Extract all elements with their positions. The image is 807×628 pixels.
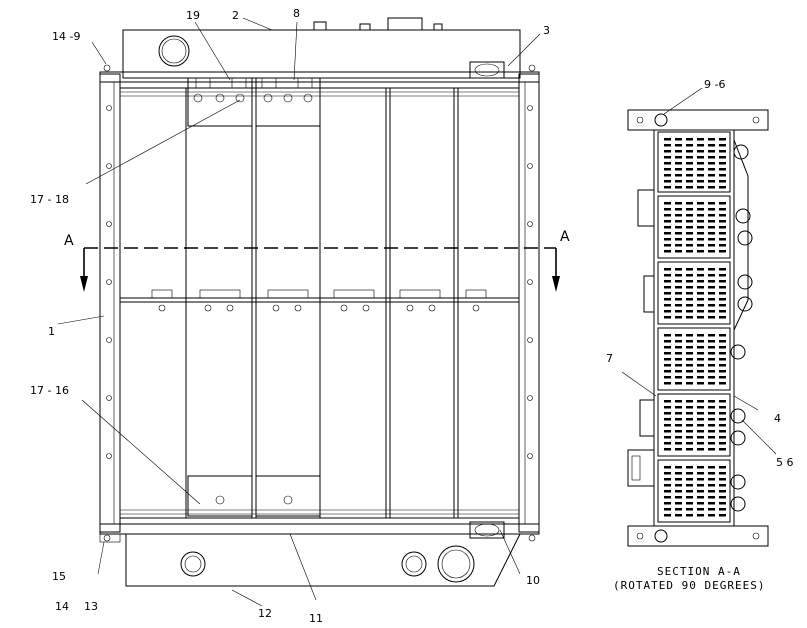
callout-17-16: 17 - 16 [30,384,69,397]
callout-a-left: A [64,233,74,249]
section-side-bolts [730,139,753,520]
callout-12: 12 [258,607,272,620]
front-view [80,17,560,587]
callout-17-18: 17 - 18 [30,193,69,206]
top-tank [122,17,521,79]
top-fitting [469,61,505,79]
callout-3: 3 [543,24,550,37]
core-brackets [187,77,321,517]
callout-a-right: A [560,229,570,245]
section-caption: SECTION A-A (ROTATED 90 DEGREES) [613,565,765,592]
callout-15: 15 [52,570,66,583]
section-line-a-a [80,247,560,292]
callout-8: 8 [293,7,300,20]
callout-11: 11 [309,612,323,625]
rail-bolts [103,64,536,542]
section-subtitle: (ROTATED 90 DEGREES) [613,579,765,592]
callout-14-9: 14 -9 [52,30,80,43]
side-rails [99,71,540,535]
section-view [627,109,769,547]
bottom-tank [99,521,521,587]
callout-10: 10 [526,574,540,587]
callout-13: 13 [84,600,98,613]
section-title: SECTION A-A [657,565,741,578]
callout-14: 14 [55,600,69,613]
callout-labels: 14 -9 19 2 8 3 17 - 18 A A 1 17 - 16 15 … [30,7,794,625]
callout-7: 7 [606,352,613,365]
callout-5-6: 5 6 [776,456,794,469]
section-core-blocks [657,131,731,523]
radiator-core [119,87,520,519]
callout-1: 1 [48,325,55,338]
leader-lines [57,17,777,607]
section-left-fittings [627,189,655,487]
callout-4: 4 [774,412,781,425]
callout-2: 2 [232,9,239,22]
callout-9-6: 9 -6 [704,78,725,91]
section-fin-slots [664,138,726,517]
callout-19: 19 [186,9,200,22]
